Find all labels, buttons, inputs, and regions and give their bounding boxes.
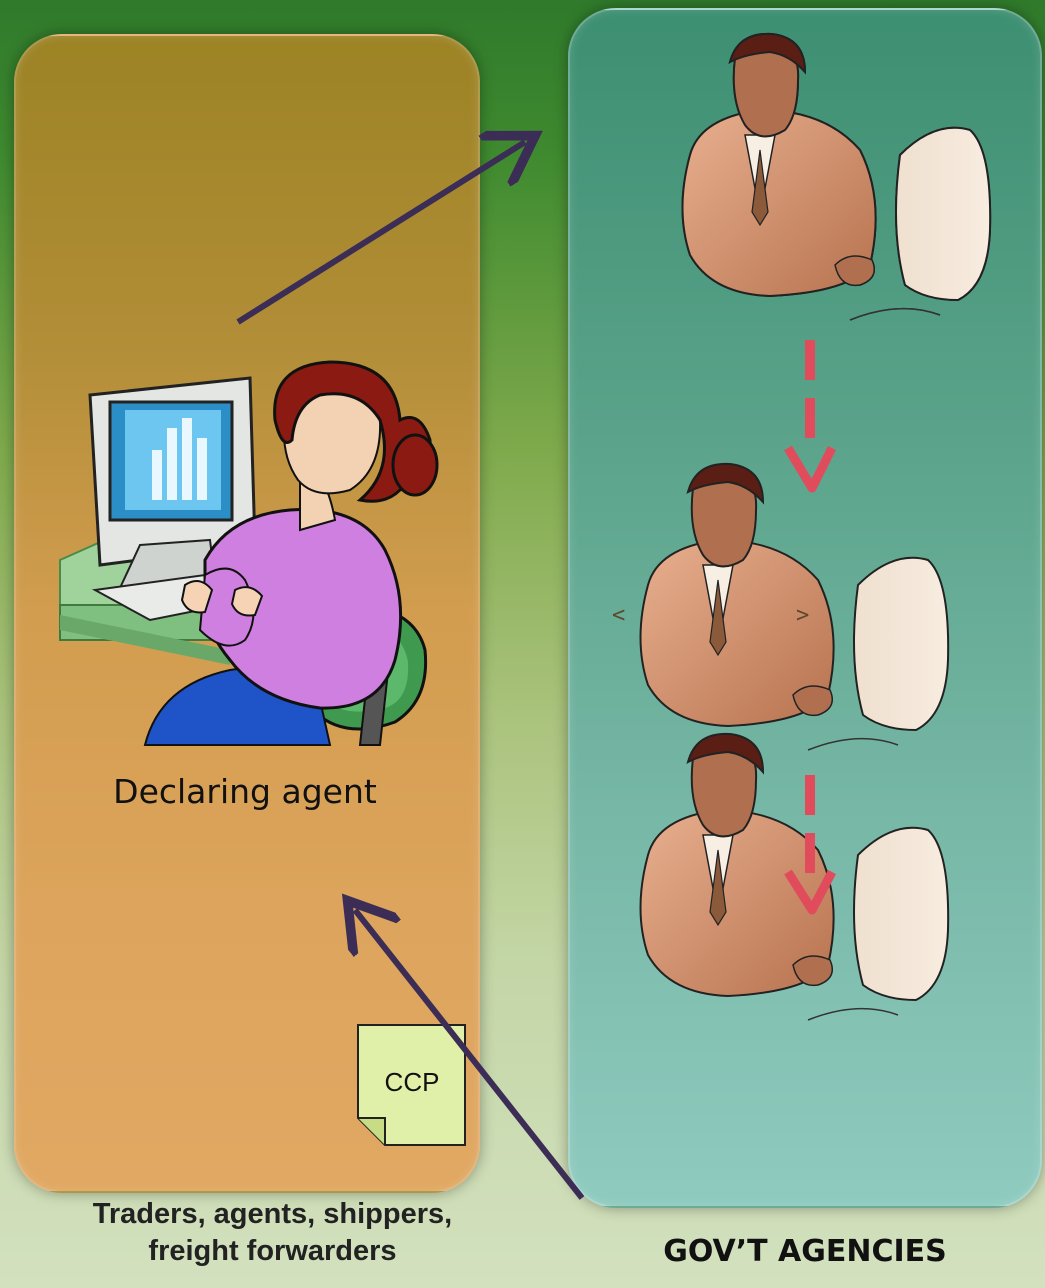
officer-icon-2 [641, 464, 949, 750]
declaring-agent-label: Declaring agent [40, 772, 450, 811]
document-label: CCP [362, 1067, 462, 1117]
traders-caption: Traders, agents, shippers, freight forwa… [0, 1196, 545, 1270]
traders-caption-line-1: Traders, agents, shippers, [0, 1196, 545, 1233]
flow-arrow-1 [788, 340, 832, 488]
traders-caption-line-2: freight forwarders [0, 1233, 545, 1270]
officer-icon-1 [683, 34, 991, 320]
gov-agencies-caption: GOV’T AGENCIES [570, 1234, 1040, 1269]
bracket-right-icon: > [796, 603, 809, 628]
woman-at-computer-icon [60, 362, 437, 745]
bracket-left-icon: < [612, 603, 625, 628]
submit-arrow-icon [238, 142, 525, 322]
